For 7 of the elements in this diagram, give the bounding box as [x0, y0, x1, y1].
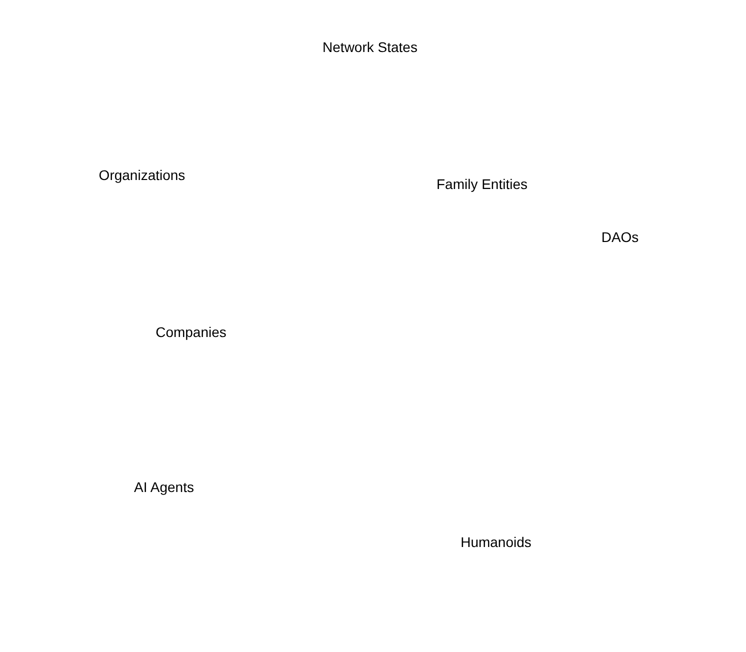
category-label: DAOs [601, 229, 639, 245]
category-label: AI Agents [134, 479, 194, 495]
category-label: Family Entities [436, 176, 528, 192]
category-label: Companies [156, 324, 226, 340]
category-label: Humanoids [460, 534, 532, 550]
category-label: Network States [322, 39, 418, 55]
category-label: Organizations [98, 167, 186, 183]
